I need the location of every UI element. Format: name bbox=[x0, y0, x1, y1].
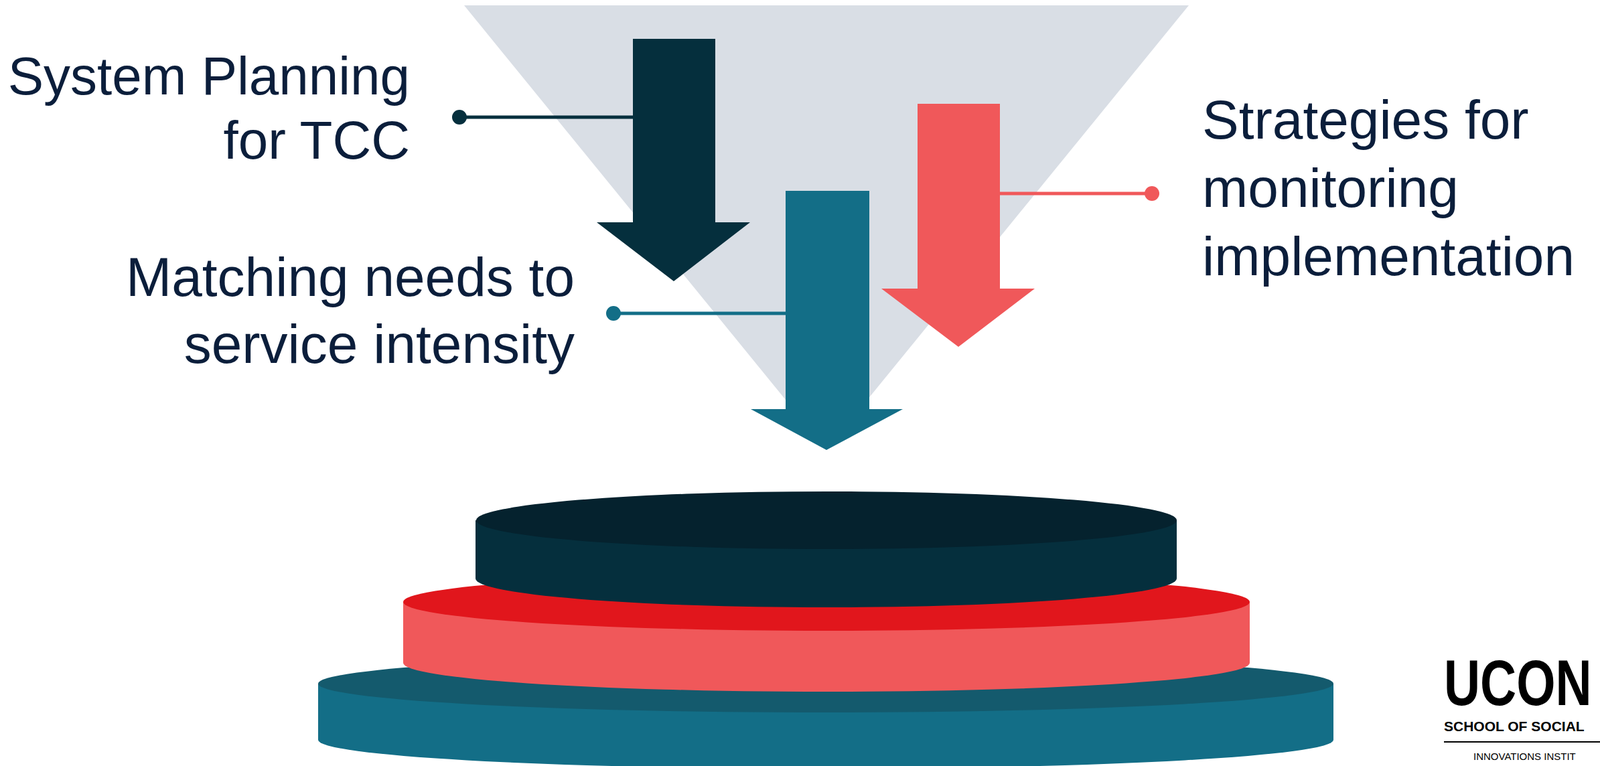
leader-line bbox=[459, 115, 633, 120]
down-arrow bbox=[596, 38, 751, 282]
funnel-triangle bbox=[464, 5, 1189, 451]
leader-dot bbox=[452, 109, 467, 125]
leader-line bbox=[999, 192, 1152, 196]
leader-dot bbox=[1144, 186, 1160, 201]
callout-label: Matching needs to service intensity bbox=[79, 243, 575, 378]
leader-dot bbox=[606, 306, 621, 321]
callout-label: Strategies for monitoring implementation bbox=[1202, 85, 1591, 291]
callout-label: System Planning for TCC bbox=[0, 44, 410, 173]
down-arrow bbox=[750, 190, 903, 451]
logo-rule bbox=[1443, 741, 1600, 743]
platform-disc-top bbox=[476, 491, 1177, 550]
logo-institute: INNOVATIONS INSTIT bbox=[1473, 751, 1600, 762]
leader-line bbox=[613, 312, 786, 316]
logo-wordmark: UCON bbox=[1443, 650, 1600, 716]
logo-school: SCHOOL OF SOCIAL bbox=[1443, 719, 1600, 734]
down-arrow bbox=[881, 103, 1035, 347]
